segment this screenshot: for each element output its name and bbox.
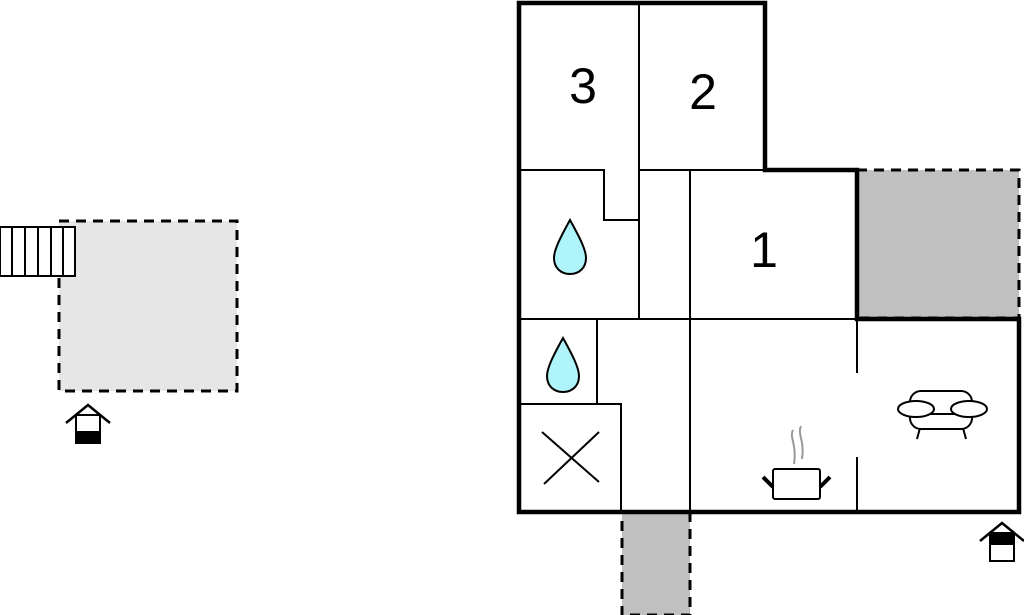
bathroom-drop-icon [552, 217, 588, 276]
terrace-bottom [620, 510, 692, 615]
entrance-icon [979, 521, 1024, 562]
outdoor-terrace-area [57, 219, 239, 393]
room-label-3: 3 [569, 58, 597, 114]
entrance-icon [65, 403, 111, 444]
bathroom-drop-icon [545, 335, 581, 394]
room-label-2: 2 [689, 64, 717, 120]
room-label-1: 1 [750, 222, 778, 278]
living-sofa-icon [897, 390, 988, 440]
kitchen-pot-icon [761, 425, 832, 500]
interior-walls [519, 3, 858, 512]
technical-room-x-icon [541, 431, 600, 485]
stairs-icon [0, 226, 76, 277]
terrace-right [855, 168, 1021, 320]
